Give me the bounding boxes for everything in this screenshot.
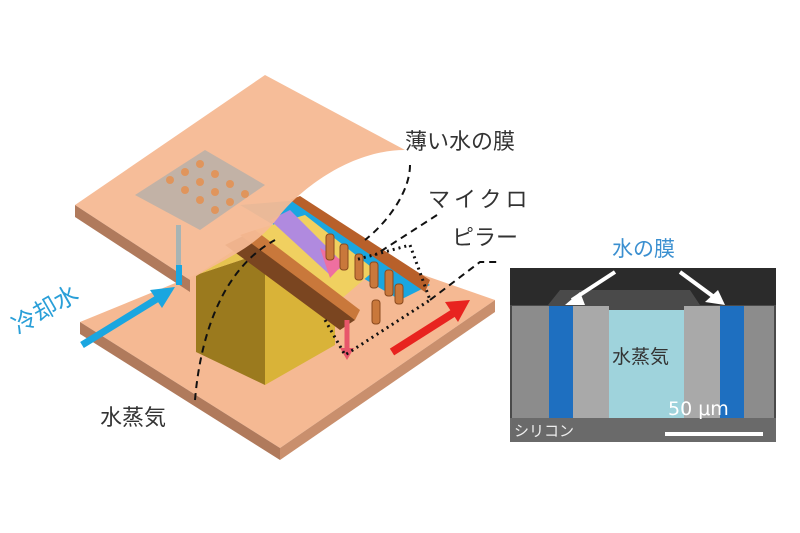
sem-label-water-vapor: 水蒸気 — [612, 346, 670, 368]
sem-image — [510, 268, 776, 442]
leader-lines — [194, 164, 498, 401]
label-pillar: ピラー — [452, 226, 519, 251]
scale-bar — [665, 432, 763, 436]
label-water-vapor: 水蒸気 — [100, 406, 167, 431]
label-micro: マイクロ — [428, 188, 532, 213]
top-plate — [75, 75, 405, 292]
sem-label-water-film: 水の膜 — [612, 237, 675, 261]
label-thin-water-film: 薄い水の膜 — [405, 130, 516, 155]
sem-label-silicon: シリコン — [514, 422, 575, 440]
sem-scale-label: 50 μm — [668, 398, 729, 420]
cooling-water-arrow — [80, 265, 182, 348]
micro-pillars — [325, 233, 404, 325]
